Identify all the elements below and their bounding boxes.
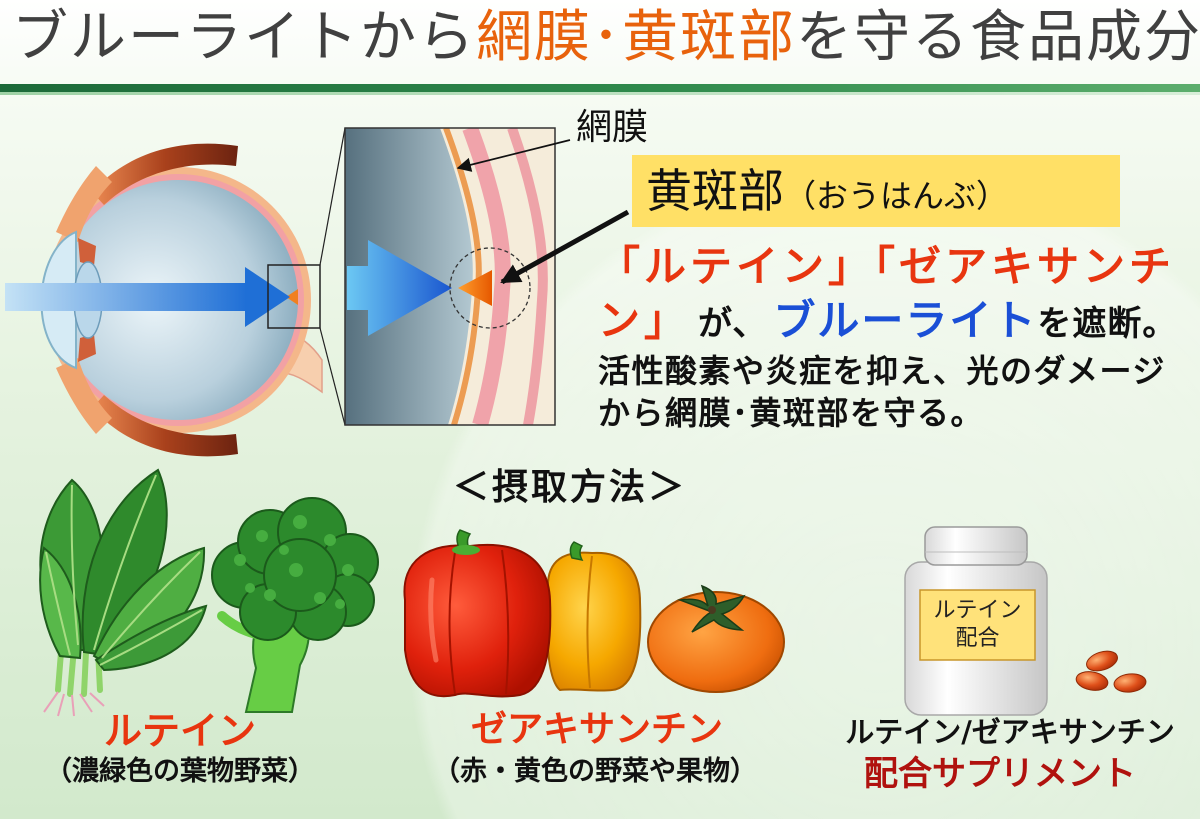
- broccoli-icon: [211, 497, 379, 713]
- title-part-3: を守る食品成分: [796, 5, 1200, 70]
- intake-heading: ＜摂取方法＞: [452, 467, 687, 508]
- supplement-label: ルテイン/ゼアキサンチン: [845, 715, 1175, 749]
- title-part-1: ブルーライトから: [12, 5, 476, 70]
- description-line-4: から網膜･黄斑部を守る。: [598, 394, 985, 432]
- red-pepper-icon: [403, 529, 552, 698]
- description-line-1: 「ルテイン」「ゼアキサンチ: [598, 242, 1176, 291]
- zeaxanthin-note: （赤・黄色の野菜や果物）: [433, 756, 757, 787]
- yellow-pepper-icon: [545, 541, 642, 692]
- retina-pointer-arrow: [456, 139, 571, 172]
- macula-label-box: 黄斑部（おうはんぶ）: [632, 155, 1120, 227]
- description-red-text: ン」: [598, 296, 691, 345]
- macula-pointer-arrow: [500, 209, 630, 285]
- macula-highlight-circle: [449, 247, 531, 329]
- persimmon-icon: [647, 584, 785, 693]
- page-title: ブルーライトから網膜･黄斑部を守る食品成分: [12, 10, 1200, 66]
- title-divider: [0, 84, 1200, 92]
- spinach-icon: [39, 468, 208, 717]
- zoom-blue-light-arrow: [347, 240, 452, 336]
- upper-eye-muscle: [92, 143, 238, 205]
- lutein-label: ルテイン: [103, 709, 256, 753]
- bottle-label-line-1: ルテイン: [933, 598, 1022, 623]
- title-accent: 網膜･黄斑部: [476, 5, 796, 70]
- macula-reading: （おうはんぶ）: [784, 177, 1009, 215]
- capsules-icon: [1075, 650, 1147, 693]
- description-line-3: 活性酸素や炎症を抑え、光のダメージ: [598, 352, 1166, 390]
- macula-spot: [458, 270, 492, 306]
- zoom-frame: [344, 127, 556, 426]
- zoom-source-frame: [267, 264, 321, 329]
- title-divider-highlight: [0, 92, 1200, 95]
- zeaxanthin-label: ゼアキサンチン: [470, 709, 723, 750]
- supplement-note: 配合サプリメント: [864, 754, 1136, 794]
- description-blue-light-text: ブルーライト: [773, 296, 1038, 345]
- lutein-note: （濃緑色の葉物野菜）: [45, 756, 315, 787]
- retina-label: 網膜: [576, 107, 649, 148]
- macula-label: 黄斑部: [646, 164, 784, 218]
- description-line-2: ン」が、ブルーライトを遮断。: [598, 300, 1177, 342]
- description-particle: が、: [698, 304, 768, 344]
- bottle-label: [919, 589, 1036, 661]
- lower-eye-muscle: [92, 395, 238, 457]
- description-block-text: を遮断。: [1037, 304, 1178, 344]
- bottle-label-line-2: 配合: [955, 626, 1000, 651]
- supplement-bottle-icon: [904, 526, 1048, 716]
